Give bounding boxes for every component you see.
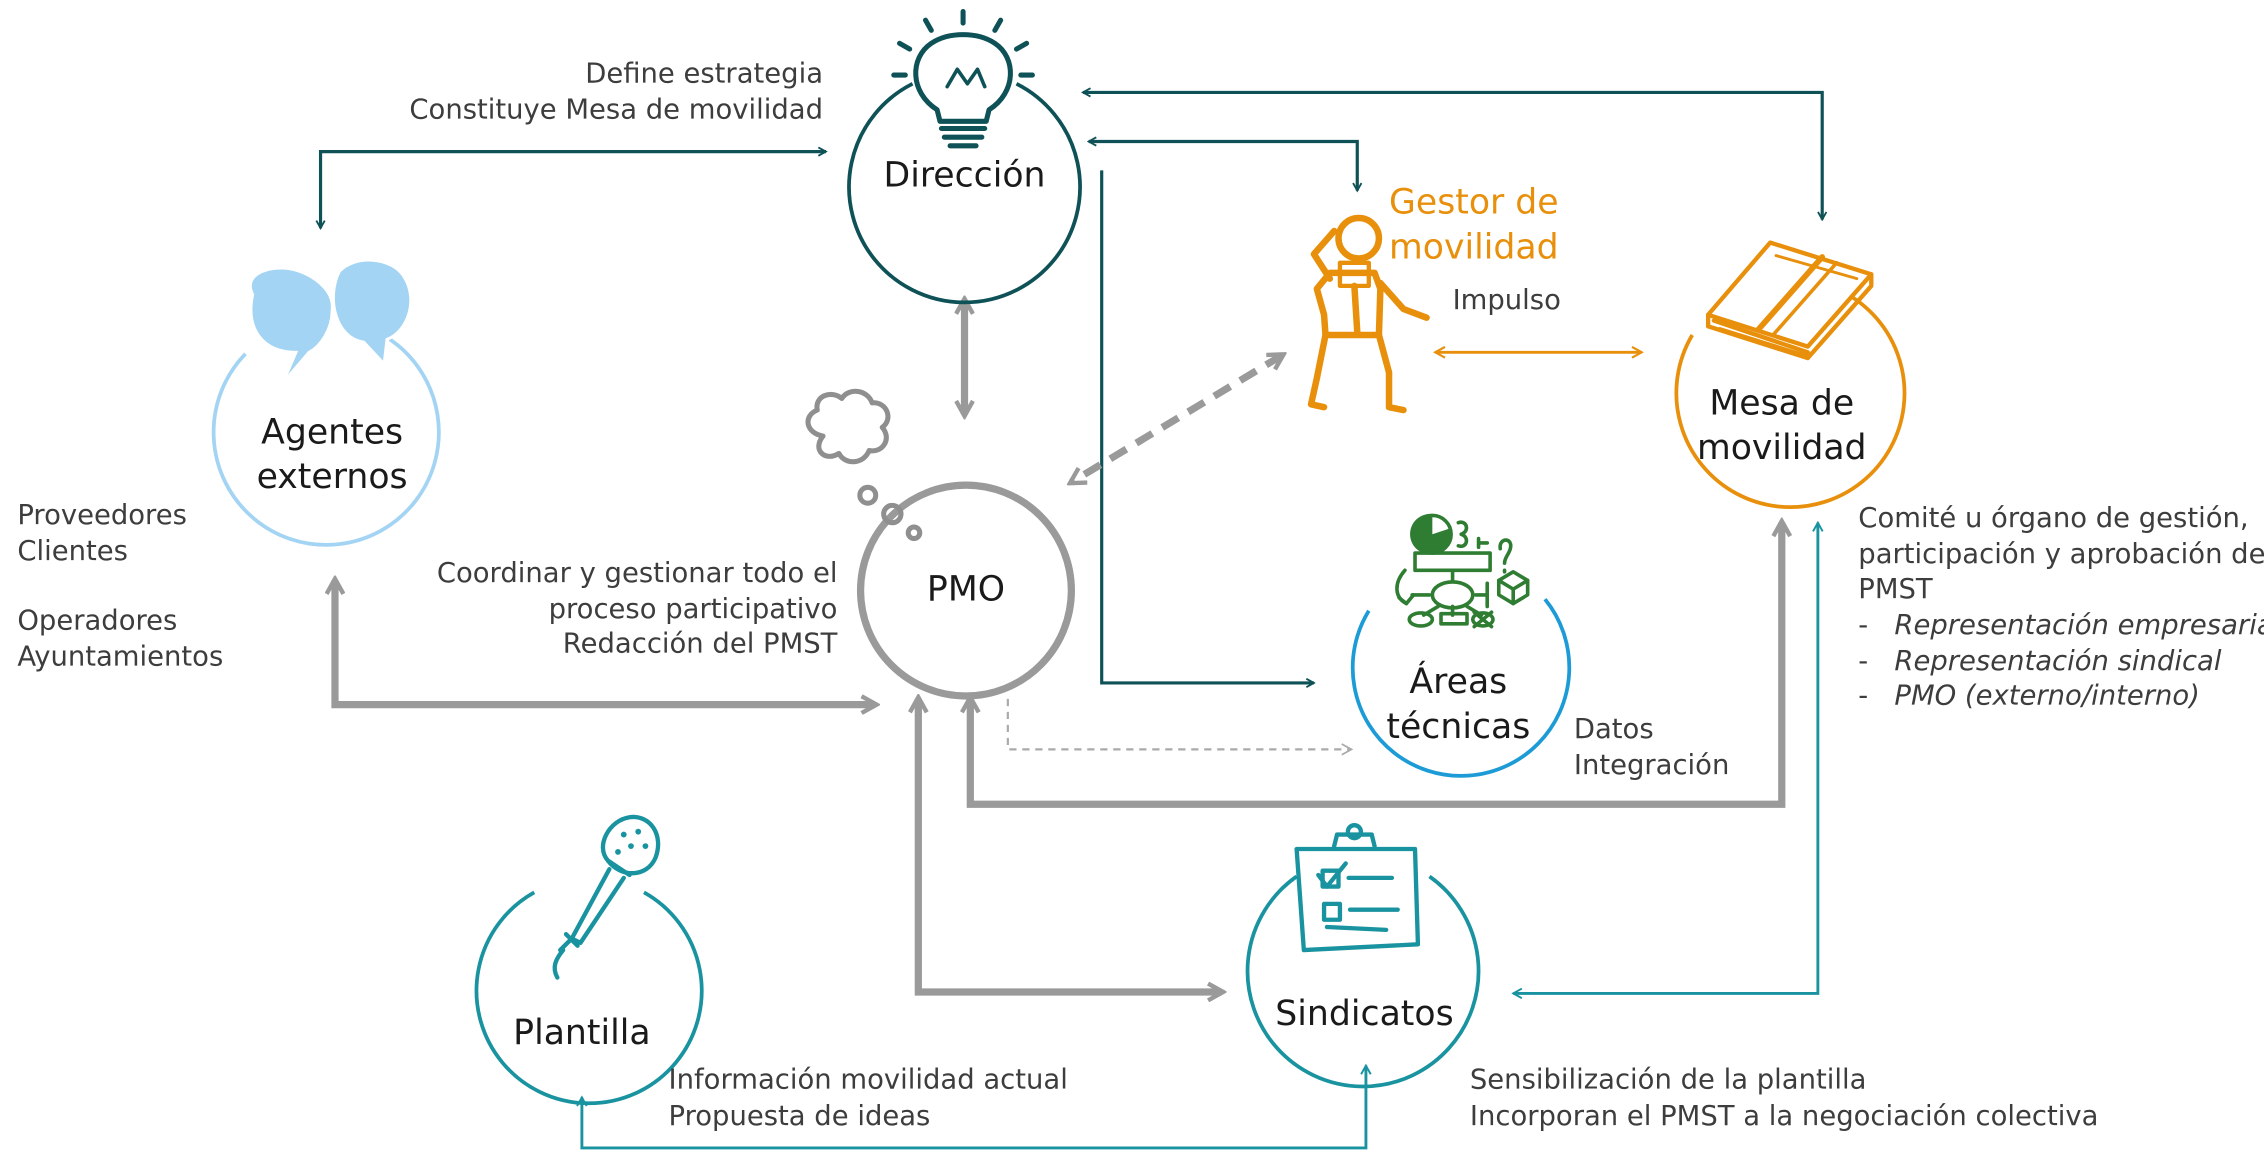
pmo-description: Coordinar y gestionar todo el proceso pa… [419,556,838,663]
clipboard-checklist-icon [1294,823,1421,953]
mesa-item-1-text: Representación empresarial [1894,609,2264,642]
arrow-plantilla-sindicatos [582,1066,1366,1150]
arrow-pmo-sindicatos [918,699,1221,992]
areas-label: Áreas técnicas [1354,660,1562,750]
gestor-title-line1: Gestor de [1389,181,1559,223]
agentes-desc-spacer [17,569,223,604]
mesa-label: Mesa de movilidad [1675,381,1889,471]
agentes-label: Agentes externos [231,410,433,500]
agentes-desc-2: Clientes [17,535,128,568]
sindicatos-title: Sindicatos [1275,993,1454,1034]
plantilla-label: Plantilla [488,1011,676,1056]
thought-cloud-icon [805,388,923,542]
plantilla-title: Plantilla [513,1012,651,1053]
direccion-description: Define estrategia Constituye Mesa de mov… [404,56,823,127]
mesa-list-item-2: -Representación sindical [1858,644,2264,680]
areas-desc-1: Datos [1573,713,1654,746]
dash-1: - [1858,609,1869,642]
gestor-impulso-text: Impulso [1452,284,1561,317]
plantilla-description: Información movilidad actual Propuesta d… [669,1063,1068,1134]
sindicatos-label: Sindicatos [1256,992,1473,1037]
arrow-direccion-areas [1100,170,1314,683]
plantilla-desc-1: Información movilidad actual [668,1064,1068,1096]
thinking-person-icon [1307,214,1430,414]
mesa-title-line1: Mesa de [1709,382,1855,424]
agentes-description: Proveedores Clientes Operadores Ayuntami… [17,498,223,675]
speech-bubbles-icon [249,258,413,384]
plantilla-desc-2: Propuesta de ideas [668,1099,931,1132]
sindicatos-circle [1245,874,1481,1089]
direccion-circle [847,82,1082,305]
dash-2: - [1858,645,1869,677]
arrow-sindicatos-mesa [1513,523,1818,994]
pmo-desc-3: Redacción del PMST [562,628,838,661]
areas-title-line2: técnicas [1386,706,1531,747]
direccion-title: Dirección [883,154,1046,195]
agentes-desc-1: Proveedores [17,499,187,532]
agentes-title-line2: externos [256,456,408,497]
pmo-desc-1: Coordinar y gestionar todo el [436,557,838,590]
areas-desc-2: Integración [1573,748,1730,781]
mesa-item-2-text: Representación sindical [1894,645,2222,677]
direccion-label: Dirección [863,153,1065,198]
agentes-circle [211,337,441,547]
pmo-circle [856,481,1075,700]
arrow-direccion-mesa [1083,92,1822,219]
pmo-desc-2: proceso participativo [548,592,838,625]
arrow-direccion-gestor [1089,142,1358,191]
direccion-desc-1: Define estrategia [585,57,824,90]
sindicatos-desc-1: Sensibilización de la plantilla [1469,1064,1867,1096]
mesa-list-item-1: -Representación empresarial [1858,608,2264,644]
mesa-desc-1: Comité u órgano de gestión, [1858,502,2249,535]
microphone-icon [552,814,661,980]
gestor-label: Gestor de movilidad [1389,180,1588,270]
areas-title-line1: Áreas [1409,661,1508,702]
arrow-pmo-areas [1006,698,1354,756]
areas-description: Datos Integración [1574,712,1730,783]
gestor-title-line2: movilidad [1389,226,1559,268]
flowchart-sketch-icon [1395,513,1530,629]
mesa-desc-2: participación y aprobación del [1858,538,2264,570]
sindicatos-desc-2: Incorporan el PMST a la negociación cole… [1469,1099,2099,1132]
mesa-list-item-3: -PMO (externo/interno) [1858,679,2264,715]
dash-3: - [1858,680,1869,713]
mesa-circle [1674,287,1907,510]
mesa-desc-3: PMST [1858,573,1933,606]
agentes-title-line1: Agentes [261,411,404,452]
mesa-item-3-text: PMO (externo/interno) [1894,680,2200,713]
notebook-icon [1705,240,1874,361]
direccion-desc-2: Constituye Mesa de movilidad [409,93,824,126]
mesa-title-line2: movilidad [1696,427,1867,469]
lightbulb-icon [891,9,1035,149]
arrow-gestor-pmo [1071,355,1282,482]
plantilla-circle [474,890,704,1106]
mesa-description: Comité u órgano de gestión, participació… [1858,501,2264,715]
agentes-desc-3: Operadores [17,605,178,638]
agentes-desc-4: Ayuntamientos [17,641,224,673]
pmo-title: PMO [926,568,1005,610]
arrow-direccion-agentes [321,152,826,229]
arrow-agentes-pmo [335,580,875,704]
areas-circle [1350,598,1572,778]
sindicatos-description: Sensibilización de la plantilla Incorpor… [1470,1063,2099,1134]
pmo-label: PMO [879,567,1052,612]
